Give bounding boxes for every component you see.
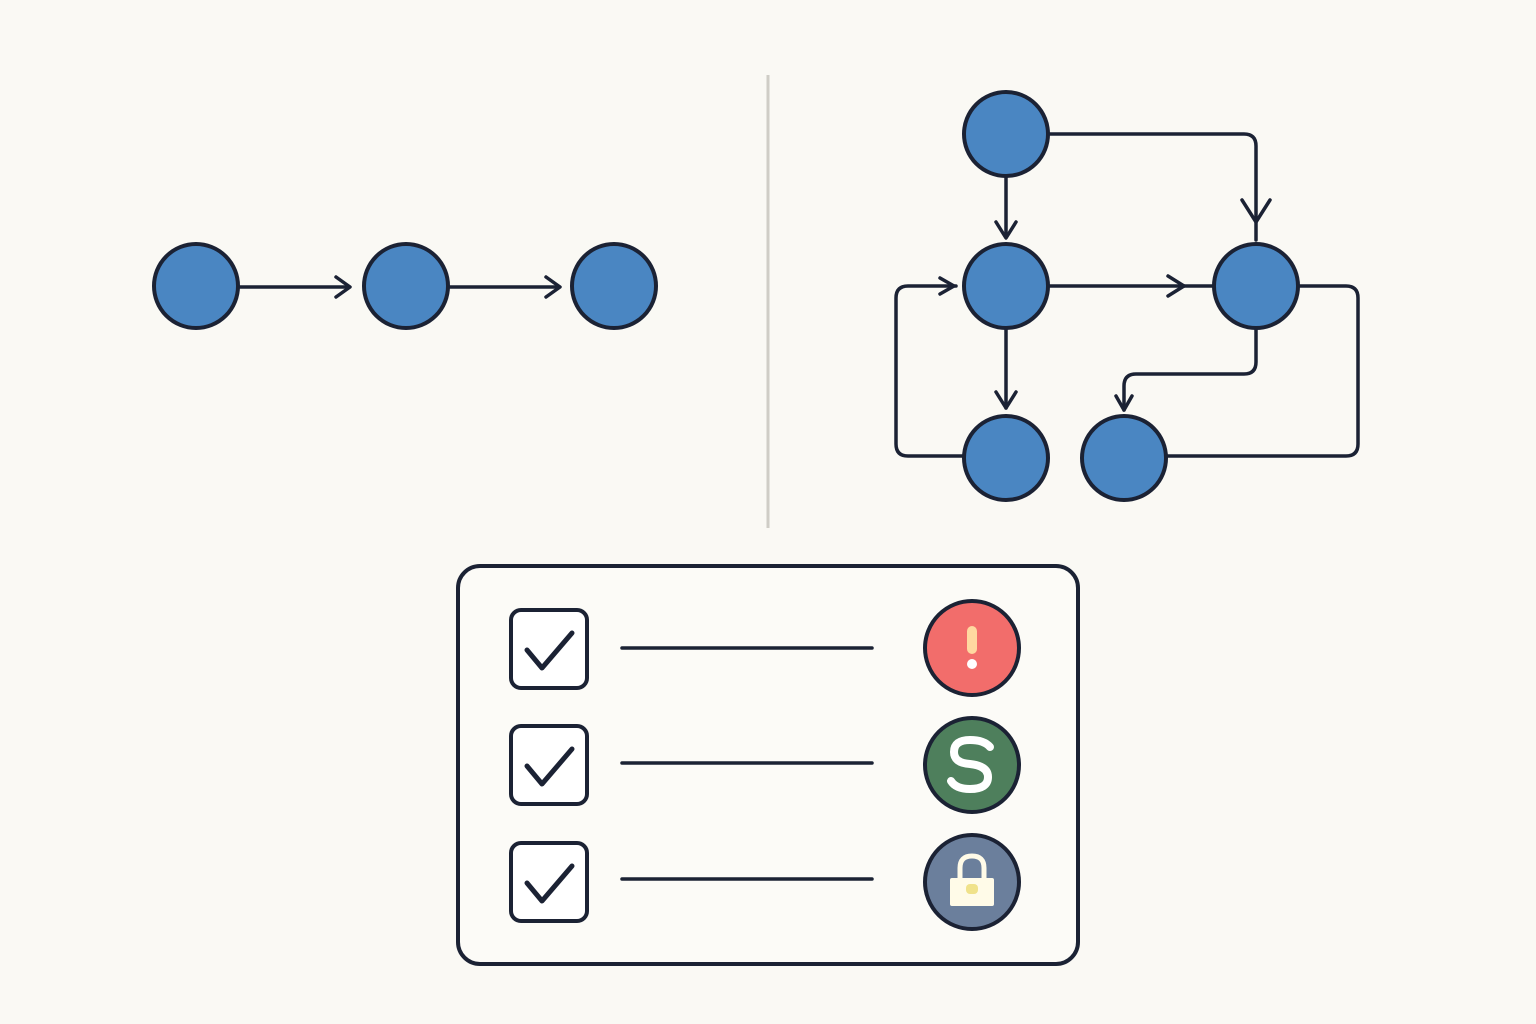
arrowhead-top-to-mid-left <box>994 220 1018 240</box>
checkbox-3[interactable] <box>509 841 589 923</box>
checklist-row-3[interactable] <box>509 833 1021 931</box>
linear-node-2 <box>362 242 450 330</box>
edge-mid-right-to-bottom-right <box>1122 326 1258 412</box>
check-mark-icon-2 <box>524 746 575 787</box>
check-mark-icon-1 <box>524 630 575 671</box>
graph-node-top <box>962 90 1050 178</box>
graph-node-bottom-right <box>1080 414 1168 502</box>
checklist-row-2[interactable] <box>509 716 1021 814</box>
branching-graph <box>894 90 1360 502</box>
arrowhead-linear-1-2 <box>334 275 352 299</box>
check-mark-icon-3 <box>524 863 575 904</box>
alert-exclamation-dot <box>967 659 977 669</box>
checkbox-2[interactable] <box>509 724 589 806</box>
arrowhead-mid-right-to-bottom-right <box>1114 394 1134 412</box>
graph-node-mid-left <box>962 242 1050 330</box>
arrowhead-linear-2-3 <box>544 275 562 299</box>
alert-exclamation-stem <box>967 626 977 654</box>
lock-icon <box>923 833 1021 931</box>
edge-bottom-right-loop <box>1164 284 1360 458</box>
lock-shackle <box>957 853 987 880</box>
checklist-card-frame <box>456 564 1080 966</box>
checkbox-1[interactable] <box>509 608 589 690</box>
linear-node-3 <box>570 242 658 330</box>
arrowhead-bottom-left-loop <box>938 276 956 296</box>
linear-chain <box>152 242 658 330</box>
checklist-card <box>456 564 1080 966</box>
success-s-glyph <box>947 735 994 794</box>
arrowhead-mid-left-to-bottom-left <box>994 390 1018 410</box>
checklist-row-1[interactable] <box>509 599 1021 697</box>
edge-top-to-mid-right <box>1044 132 1258 242</box>
lock-keyhole <box>966 884 978 894</box>
graph-node-mid-right <box>1212 242 1300 330</box>
edge-bottom-left-loop <box>894 284 968 458</box>
arrowhead-top-to-mid-right <box>1240 198 1272 224</box>
linear-node-1 <box>152 242 240 330</box>
alert-icon <box>923 599 1021 697</box>
graph-node-bottom-left <box>962 414 1050 502</box>
success-s-icon <box>923 716 1021 814</box>
